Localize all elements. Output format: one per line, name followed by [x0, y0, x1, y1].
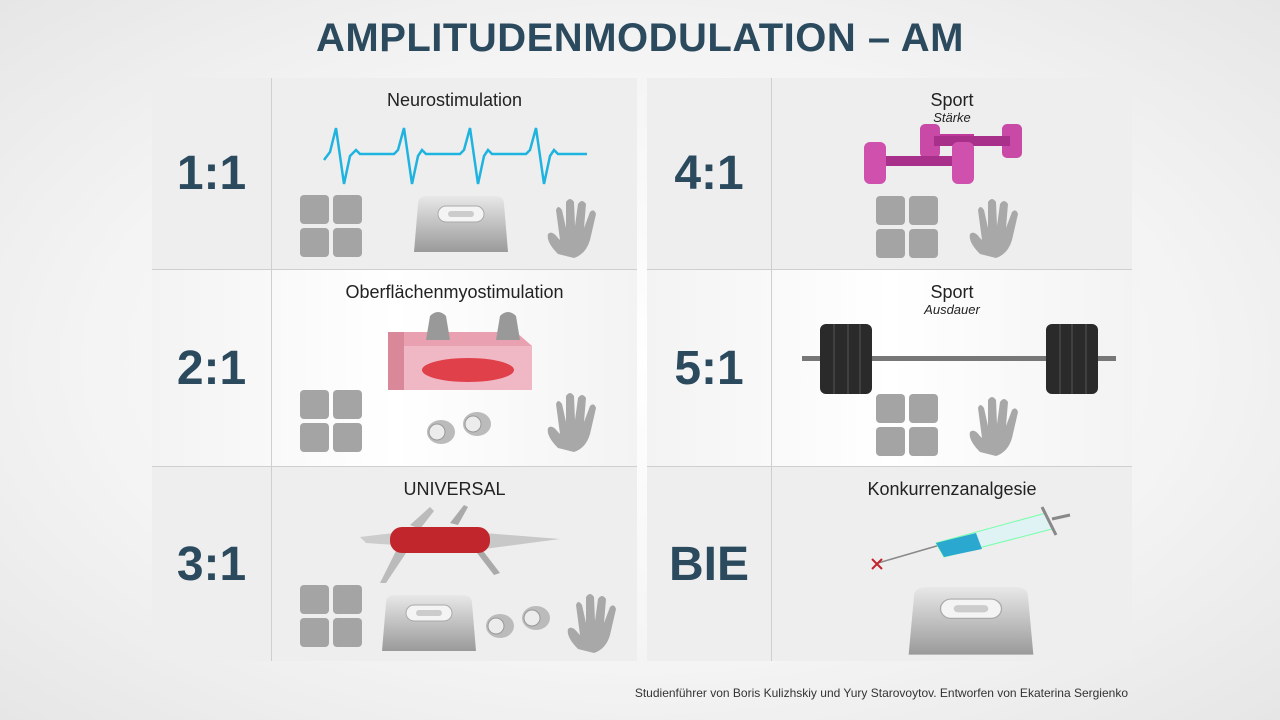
row-bie: BIE Konkurrenzanalgesie	[647, 467, 1132, 661]
row-title: Neurostimulation	[386, 90, 523, 110]
row-content: Konkurrenzanalgesie	[772, 467, 1132, 661]
ratio-label: 1:1	[152, 78, 272, 269]
electrodes-icon	[486, 605, 551, 639]
row-4-1: 4:1 Sport Stärke	[647, 78, 1132, 270]
hand-icon	[547, 393, 596, 452]
left-panel: 1:1 Neurostimulation 2:1 Oberflächenmyos…	[152, 78, 637, 661]
electrode-pads-icon	[300, 195, 362, 257]
row-3-1: 3:1 UNIVERSAL	[152, 467, 637, 661]
row-content: Sport Stärke	[772, 78, 1132, 269]
barbell-icon	[802, 324, 1116, 394]
row-content: Oberflächenmyostimulation	[272, 270, 637, 466]
hand-icon	[547, 199, 596, 258]
row-title: UNIVERSAL	[403, 479, 506, 499]
row-subtitle: Ausdauer	[924, 302, 980, 317]
row-1-1: 1:1 Neurostimulation	[152, 78, 637, 270]
row-title: Konkurrenzanalgesie	[867, 479, 1037, 499]
hand-icon	[969, 397, 1018, 456]
ratio-label: BIE	[647, 467, 772, 661]
row-content: Neurostimulation	[272, 78, 637, 269]
stimulator-device-icon	[907, 587, 1035, 656]
stimulator-device-icon	[413, 196, 509, 253]
row-title: Sport	[930, 90, 974, 110]
muscle-tissue-icon	[388, 312, 532, 390]
row-title: Oberflächenmyostimulation	[345, 282, 564, 302]
stimulator-device-icon	[381, 595, 477, 652]
right-panel: 4:1 Sport Stärke 5:1 Sport Ausdauer BIE …	[647, 78, 1132, 661]
swiss-knife-icon	[360, 505, 560, 583]
electrode-pads-icon	[876, 394, 938, 456]
dumbbells-icon	[864, 124, 1022, 184]
wave-icon	[323, 127, 587, 185]
ratio-label: 2:1	[152, 270, 272, 466]
ratio-label: 4:1	[647, 78, 772, 269]
syringe-icon	[871, 506, 1071, 570]
row-subtitle: Stärke	[933, 110, 971, 125]
ratio-label: 5:1	[647, 270, 772, 466]
credits-footer: Studienführer von Boris Kulizhskiy und Y…	[634, 686, 1128, 700]
electrode-pads-icon	[300, 390, 362, 452]
row-content: UNIVERSAL	[272, 467, 637, 661]
row-content: Sport Ausdauer	[772, 270, 1132, 466]
row-5-1: 5:1 Sport Ausdauer	[647, 270, 1132, 467]
electrodes-icon	[427, 411, 492, 445]
row-2-1: 2:1 Oberflächenmyostimulation	[152, 270, 637, 467]
hand-icon	[969, 199, 1018, 258]
row-title: Sport	[930, 282, 974, 302]
ratio-label: 3:1	[152, 467, 272, 661]
hand-icon	[567, 594, 616, 653]
page-title: AMPLITUDENMODULATION – AM	[315, 16, 964, 60]
electrode-pads-icon	[300, 585, 362, 647]
electrode-pads-icon	[876, 196, 938, 258]
